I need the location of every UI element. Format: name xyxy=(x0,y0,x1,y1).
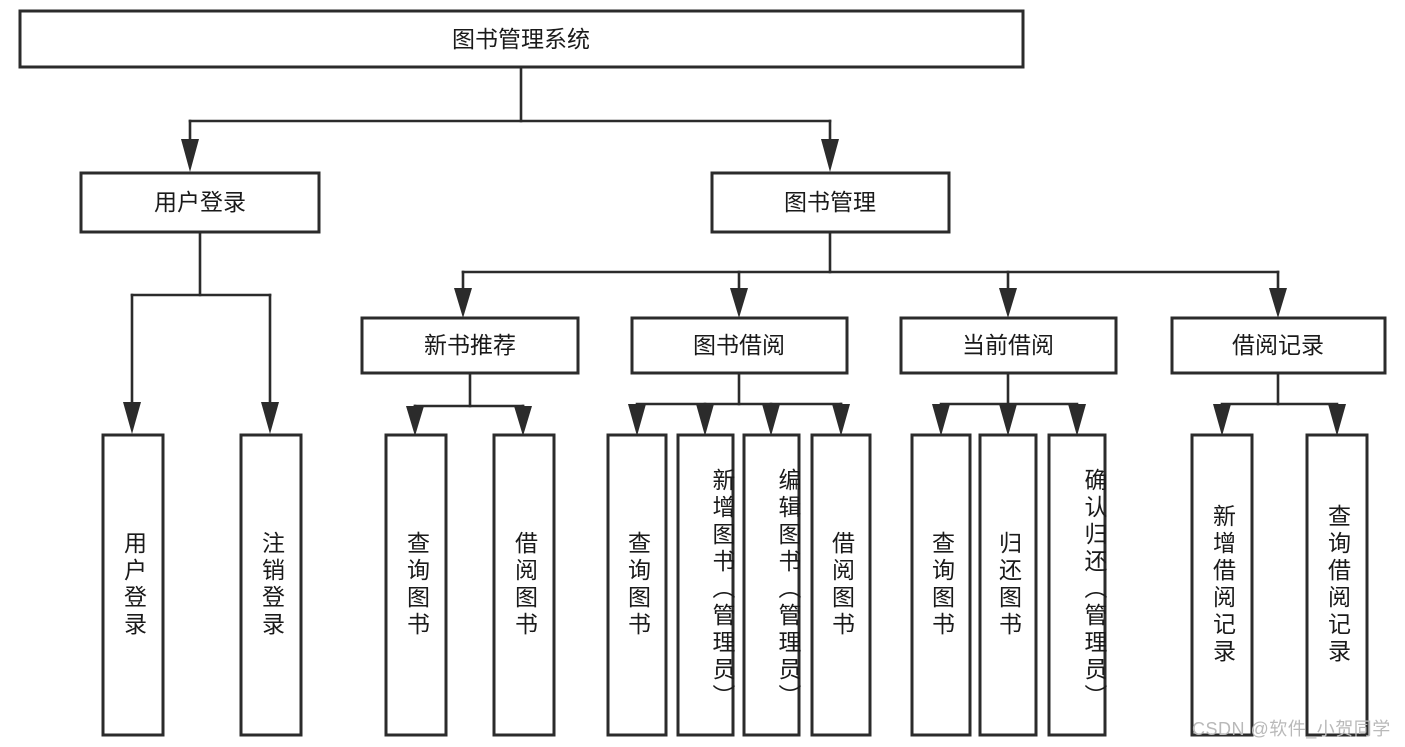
arrow-head-leaf-logout-login xyxy=(261,402,279,434)
arrow-head-book-management xyxy=(821,139,839,172)
arrow-head-leaf-add-record xyxy=(1213,404,1231,436)
node-label-current-borrow: 当前借阅 xyxy=(962,332,1054,358)
node-label-root: 图书管理系统 xyxy=(452,26,590,52)
arrow-head-leaf-borrow-book-1 xyxy=(514,406,532,436)
node-label-user-login: 用户登录 xyxy=(154,189,246,215)
node-box-leaf-query-record[interactable] xyxy=(1305,433,1369,737)
node-box-book-borrow[interactable] xyxy=(630,316,849,375)
watermark-text: CSDN @软件_小贺同学 xyxy=(1192,719,1391,739)
arrow-head-leaf-user-login xyxy=(123,402,141,434)
node-box-leaf-query-book-2[interactable] xyxy=(606,433,668,737)
node-box-leaf-return-book[interactable] xyxy=(978,433,1038,737)
node-box-book-management[interactable] xyxy=(710,171,951,234)
node-box-leaf-logout-login[interactable] xyxy=(239,433,303,737)
arrow-head-leaf-query-book-3 xyxy=(932,404,950,436)
arrow-head-new-book-recommend xyxy=(454,288,472,318)
node-box-borrow-record[interactable] xyxy=(1170,316,1387,375)
node-box-leaf-query-book-3[interactable] xyxy=(910,433,972,737)
node-box-leaf-query-book-1[interactable] xyxy=(384,433,448,737)
arrow-head-current-borrow xyxy=(999,288,1017,318)
arrow-head-leaf-confirm-return xyxy=(1068,404,1086,436)
node-box-current-borrow[interactable] xyxy=(899,316,1118,375)
arrow-head-leaf-query-book-2 xyxy=(628,404,646,436)
arrow-head-leaf-query-record xyxy=(1328,404,1346,436)
node-label-book-management: 图书管理 xyxy=(784,189,876,215)
arrow-head-leaf-borrow-book-2 xyxy=(832,404,850,436)
arrow-head-leaf-add-book xyxy=(696,404,714,436)
node-box-leaf-confirm-return[interactable] xyxy=(1047,433,1107,737)
arrow-head-borrow-record xyxy=(1269,288,1287,318)
node-box-leaf-user-login[interactable] xyxy=(101,433,165,737)
node-box-root[interactable] xyxy=(18,9,1025,69)
node-box-leaf-edit-book[interactable] xyxy=(742,433,801,737)
node-layer: 图书管理系统 用户登录 图书管理 新书推荐 图书借阅 当前借阅 借阅记录 xyxy=(18,9,1387,737)
arrow-head-leaf-query-book-1 xyxy=(406,406,424,436)
node-label-book-borrow: 图书借阅 xyxy=(693,332,785,358)
arrow-head-book-borrow xyxy=(730,288,748,318)
node-box-new-book-recommend[interactable] xyxy=(360,316,580,375)
node-box-leaf-borrow-book-2[interactable] xyxy=(810,433,872,737)
arrow-head-user-login xyxy=(181,139,199,172)
node-label-borrow-record: 借阅记录 xyxy=(1232,332,1324,358)
connector-layer xyxy=(123,65,1346,436)
node-box-leaf-add-book[interactable] xyxy=(676,433,735,737)
arrow-head-leaf-edit-book xyxy=(762,404,780,436)
node-label-new-book-recommend: 新书推荐 xyxy=(424,332,516,358)
node-box-leaf-add-record[interactable] xyxy=(1190,433,1254,737)
node-box-leaf-borrow-book-1[interactable] xyxy=(492,433,556,737)
node-box-user-login[interactable] xyxy=(79,171,321,234)
arrow-head-leaf-return-book xyxy=(999,404,1017,436)
